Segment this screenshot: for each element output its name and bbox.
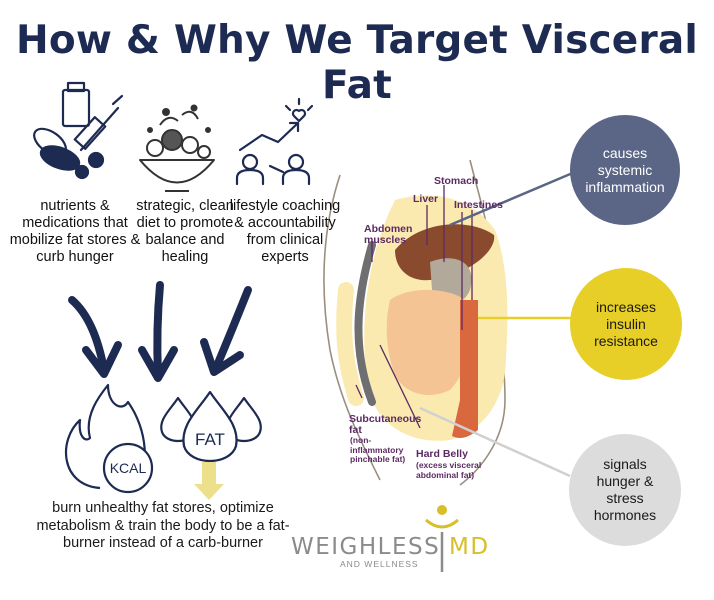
inflammation-circle: causes systemic inflammation	[570, 115, 680, 225]
stomach-label: Stomach	[434, 175, 479, 187]
insulin-circle: increases insulin resistance	[570, 268, 682, 380]
kcal-label: KCAL	[109, 460, 147, 476]
arrow-3	[212, 286, 252, 372]
nutrients-caption: nutrients & medications that mobilize fa…	[9, 198, 141, 265]
fat-label: FAT	[195, 430, 225, 449]
logo-figure-icon	[425, 505, 459, 572]
lifestyle-caption: lifestyle coaching & accountability from…	[229, 198, 341, 265]
inflammation-text: causes systemic inflammation	[585, 144, 665, 195]
subcutaneous-fat-label: Subcutaneous fat	[349, 413, 422, 436]
intestines-label: Intestines	[454, 199, 504, 211]
hard-belly	[452, 300, 478, 438]
salad-bowl-icon	[139, 104, 215, 192]
flame-icon	[65, 383, 146, 490]
hunger-circle: signals hunger & stress hormones	[569, 434, 681, 546]
outcome-text: burn unhealthy fat stores, optimize meta…	[36, 500, 290, 551]
kcal-circle	[102, 442, 154, 494]
liver-label: Liver	[413, 193, 439, 205]
arrow-2	[153, 281, 164, 379]
hard-belly-label: Hard Belly	[416, 448, 468, 460]
hunger-text: signals hunger & stress hormones	[593, 456, 657, 523]
hard-belly-note: (excess visceral abdominal fat)	[416, 460, 482, 480]
abdomen-muscles-label: Abdomen muscles	[364, 223, 413, 246]
subcutaneous-note: (non-inflammatory pinchable fat)	[350, 435, 406, 464]
coaching-icon	[235, 97, 314, 186]
logo-wordmark: WEIGHLESS	[291, 534, 441, 560]
arrow-1	[68, 296, 108, 374]
body-diagram	[323, 159, 576, 486]
medication-icon	[33, 81, 124, 180]
page-title: How & Why We Target Visceral Fat	[16, 18, 698, 108]
insulin-text: increases insulin resistance	[594, 298, 658, 349]
down-arrow-icon	[194, 462, 224, 500]
intestines	[386, 289, 469, 395]
arrows	[68, 281, 252, 382]
fat-drops-icon	[160, 390, 262, 463]
logo-subtitle: AND WELLNESS	[340, 559, 419, 569]
diet-caption: strategic, clean diet to promote balance…	[136, 198, 234, 265]
logo-md: MD	[449, 534, 490, 560]
